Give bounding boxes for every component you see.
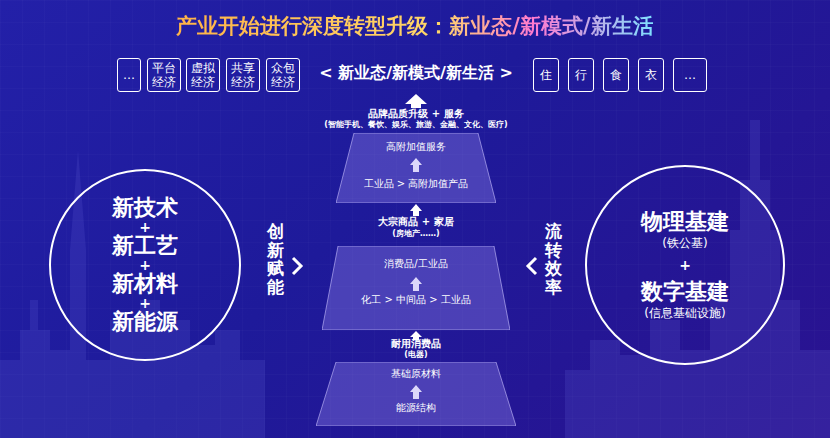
trapezoid-shape [336,133,496,203]
economy-box: 虚拟 经济 [186,58,220,92]
node-text: (信息基础设施) [644,305,725,321]
node-text: + [139,221,151,233]
chevron-left [528,258,536,274]
node-text: 虚拟 经济 [190,61,215,89]
economy-box: 行 [568,58,594,92]
annotation-label: 耐用消费品 [391,338,441,350]
economy-box: 衣 [638,58,664,92]
node-text: 消费品/工业品 [322,258,510,270]
node-text: 住 [539,68,553,82]
node-text: 衣 [644,68,658,82]
node-text: 众包 经济 [270,61,295,89]
economy-box: 众包 经济 [266,58,300,92]
concept-circle: 物理基建(铁公基) + 数字基建(信息基础设施) [585,165,785,365]
node-text: 数字基建 [641,279,729,305]
pyramid-tier: 高附加值服务工业品 > 高附加值产品 [336,133,496,203]
node-text: … [122,68,136,82]
skyline-right [565,120,830,438]
trapezoid-shape [322,246,510,330]
node-text: (铁公基) [662,235,707,251]
node-text: 能源结构 [316,402,516,414]
concept-circle: 新技术+新工艺+新材料+新能源 [49,169,241,361]
node-text: 化工 > 中间品 > 工业品 [322,294,510,306]
annotation-label: (电器) [404,350,427,360]
node-text: … [683,68,697,82]
economy-box: 共享 经济 [226,58,260,92]
annotation-label: < 新业态/新模式/新生活 > [319,63,513,82]
annotation-label: (房地产……) [392,229,439,239]
annotation-label: (智能手机、餐饮、娱乐、旅游、金融、文化、医疗) [324,120,507,130]
vertical-label: 创新赋能 [267,222,284,297]
node-text: + [139,297,151,309]
economy-box: 住 [533,58,559,92]
node-text: 高附加值服务 [336,141,496,153]
pyramid-tier: 基础原材料能源结构 [316,362,516,426]
economy-box: … [117,58,141,92]
node-text: 共享 经济 [230,61,255,89]
node-text: 物理基建 [641,209,729,235]
node-text: 新能源 [112,309,178,335]
annotation-label: 大宗商品 + 家居 [378,216,453,228]
trapezoid-shape [316,362,516,426]
economy-box: … [673,58,707,92]
chevron-right [293,258,301,274]
node-text: 基础原材料 [316,368,516,380]
node-text: 平台 经济 [151,61,176,89]
skyline-left [0,150,265,438]
node-text: + [139,259,151,271]
title: 产业开始进行深度转型升级：新业态/新模式/新生活 [176,12,653,40]
node-text: 食 [609,68,623,82]
node-text: 新工艺 [112,233,178,259]
pyramid-tier: 消费品/工业品化工 > 中间品 > 工业品 [322,246,510,330]
annotation-label: 品牌品质升级 + 服务 [368,108,463,120]
node-text: 新技术 [112,195,178,221]
node-text: 工业品 > 高附加值产品 [336,178,496,190]
economy-box: 平台 经济 [147,58,181,92]
node-text: 行 [574,68,588,82]
economy-box: 食 [603,58,629,92]
vertical-label: 流转效率 [545,222,562,297]
node-text: + [679,259,691,271]
node-text: 新材料 [112,271,178,297]
